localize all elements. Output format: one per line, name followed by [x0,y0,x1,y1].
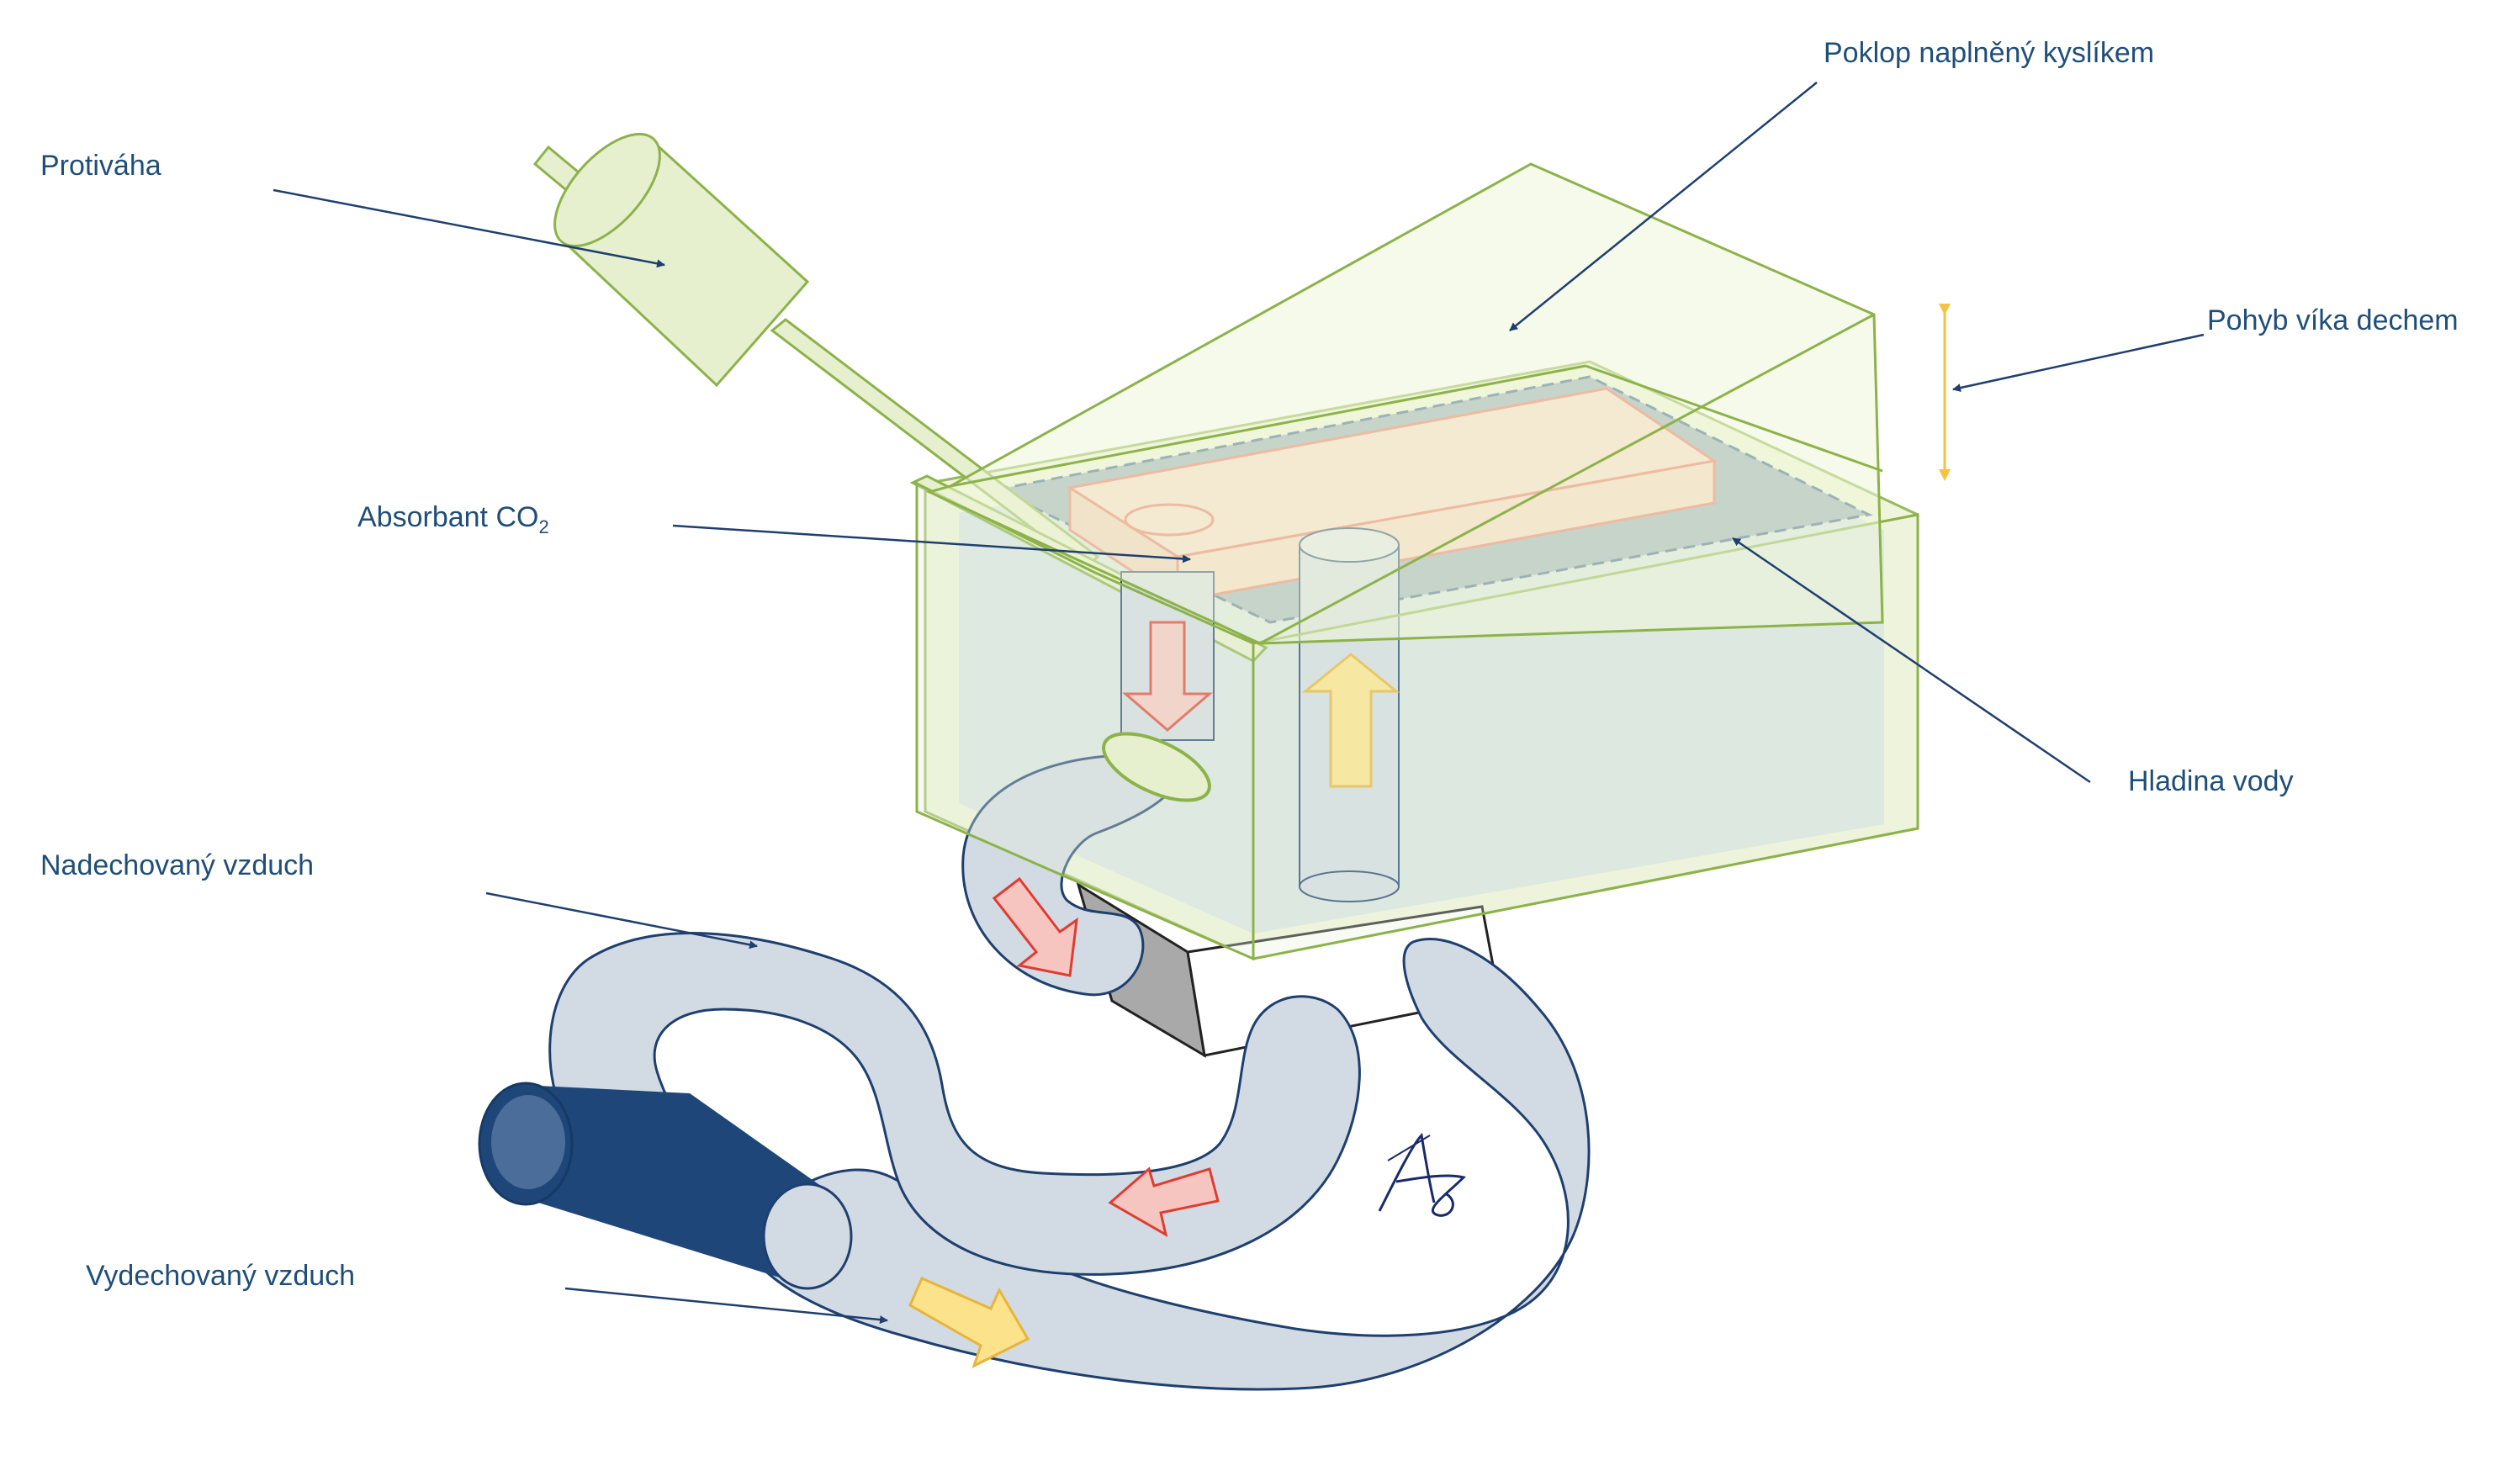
mouthpiece [478,1082,853,1290]
leader-lines [273,82,2205,1325]
label-lid-motion: Pohyb víka dechem [2207,304,2459,336]
mouthpiece-opening-inner [491,1095,565,1189]
label-inhaled-air: Nadechovaný vzduch [40,849,314,881]
arrow-inhale-red-1 [992,876,1078,977]
label-water-level: Hladina vody [2128,765,2294,797]
mouthpiece-tube [521,1085,833,1278]
arrow-up-yellow [1301,653,1400,788]
arrow-exhale-yellow [908,1277,1030,1368]
mouthpiece-joint [762,1182,853,1290]
oxygen-lid [925,162,1884,645]
leader-absorbent [672,524,1191,563]
arrow-inhale-red-2 [1108,1166,1220,1238]
label-counterweight: Protiváha [40,150,161,182]
lid-diagonal [1259,313,1875,645]
label-absorbent-text: Absorbant CO [357,501,538,533]
leader-lid [1509,82,1818,331]
label-absorbent: Absorbant CO2 [357,501,549,537]
label-absorbent-subscript: 2 [538,516,548,537]
label-lid: Poklop naplněný kyslíkem [1824,37,2154,69]
signature-icon [1378,1132,1466,1217]
lid-right-edge [1585,364,1883,473]
leader-water [1732,537,2091,784]
pipe-ring [1102,732,1211,802]
leader-counterweight [273,188,665,268]
leader-lid-motion [1952,333,2205,392]
leader-inhaled [485,891,758,950]
counterweight-end-cap [553,132,661,248]
breathing-hoses [548,754,1591,1391]
lid-upper-edge [950,364,1586,488]
label-exhaled-air: Vydechovaný vzduch [86,1260,355,1292]
leader-exhaled [564,1287,888,1325]
arrow-down-red [1121,621,1214,732]
lid-shell [925,162,1884,645]
